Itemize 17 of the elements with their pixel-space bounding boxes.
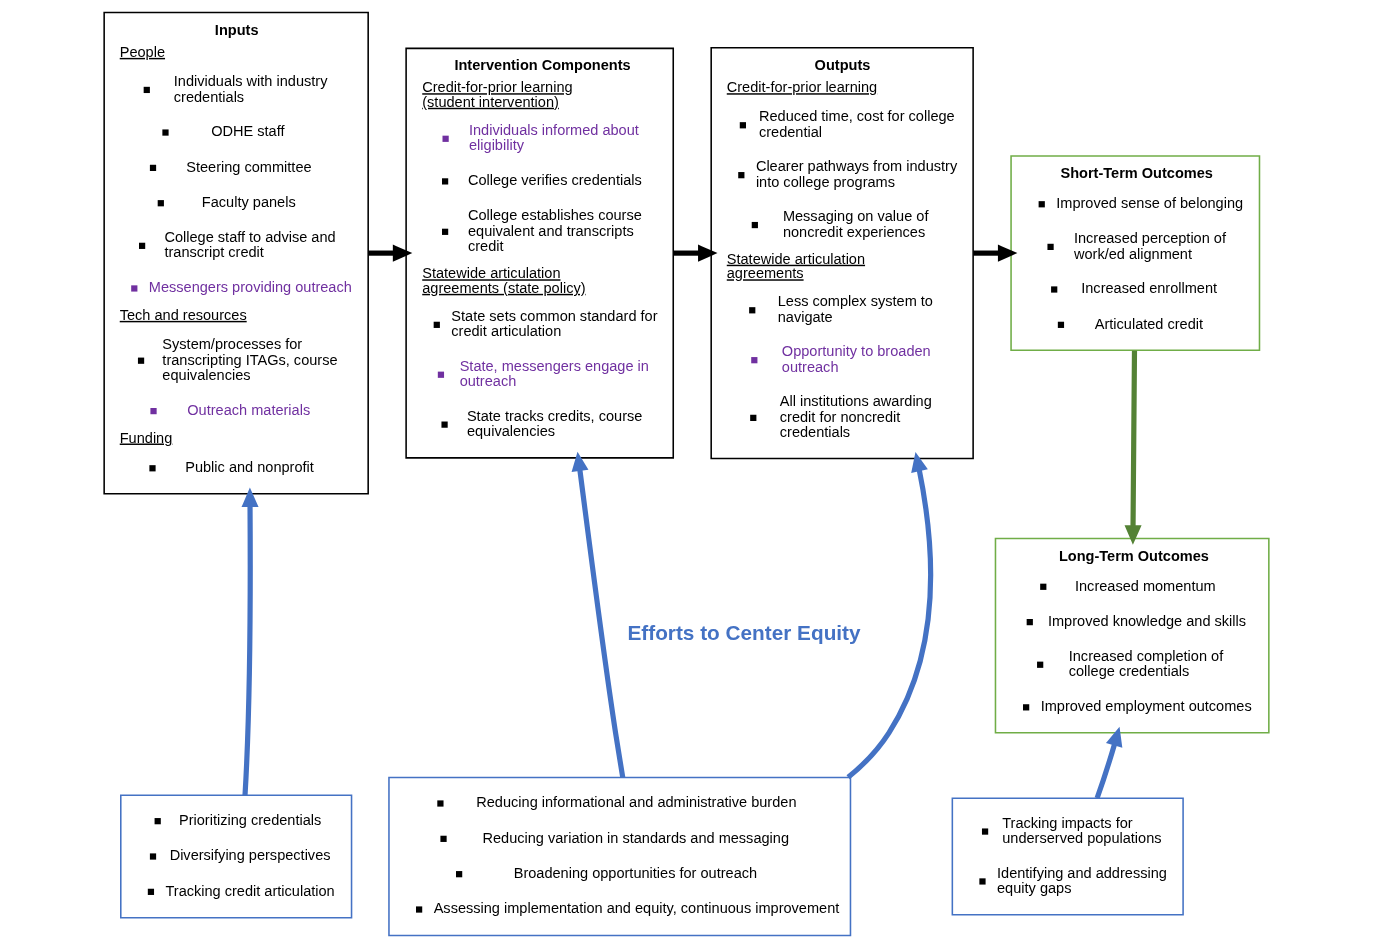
node-box: Inputs People Individuals with industry credentials ODHE staff Steering committee Faculty panels College staff to advise and transcript credit Messengers providing outreach Tech and resources System/processes for transcripting ITAGs, course equivalencies Outreach materials Funding Public and nonprofit — [103, 11, 369, 495]
node-box: Prioritizing credentials Diversifying perspectives Tracking credit articulation — [120, 794, 353, 919]
arrow — [973, 244, 1018, 262]
label: Efforts to Center Equity — [627, 620, 861, 644]
arrow — [1124, 350, 1142, 545]
node-box: Long-Term Outcomes Increased momentum Improved knowledge and skills Increased completion of college credentials Improved employment outcomes — [994, 537, 1270, 734]
node-box: Tracking impacts for underserved populations Identifying and addressing equity gaps — [951, 797, 1184, 916]
node-box: Short-Term Outcomes Improved sense of belonging Increased perception of work/ed alignment Increased enrollment Articulated credit — [1010, 155, 1261, 352]
node-box: Outputs Credit-for-prior learning Reduced time, cost for college credential Clearer pathways from industry into college programs Messaging on value of noncredit experiences Statewide articulation agreements Less complex system to navigate Opportunity to broaden outreach All institutions awarding credit for noncredit credentials — [710, 47, 974, 460]
arrow — [241, 487, 259, 796]
arrow — [673, 244, 718, 262]
arrow — [1094, 726, 1123, 799]
arrow — [846, 452, 933, 780]
node-box: Intervention Components Credit-for-prior learning (student intervention) Individuals informed about eligibility College verifies credentials College establishes course equivalent and transcripts credit Statewide articulation agreements (state policy) State sets common standard for credit articulation State, messengers engage in outreach State tracks credits, course equivalencies — [405, 47, 675, 459]
node-box: Reducing informational and administrative burden Reducing variation in standards and messaging Broadening opportunities for outreach Assessing implementation and equity, continuous improvement — [388, 776, 852, 937]
arrow — [368, 244, 413, 262]
arrow — [571, 451, 626, 778]
